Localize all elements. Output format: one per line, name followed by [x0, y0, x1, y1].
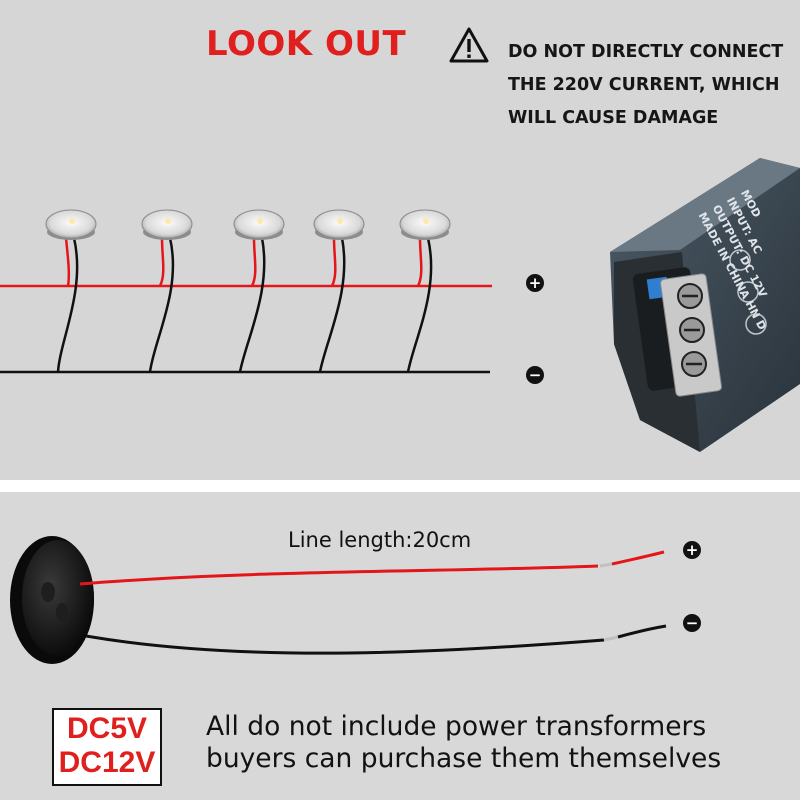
warning-line-1: DO NOT DIRECTLY CONNECT [508, 42, 784, 62]
terminal-block [660, 273, 722, 397]
look-out-heading: LOOK OUT [206, 24, 407, 64]
driver-label-symbols [729, 249, 767, 335]
led-light-5 [399, 209, 451, 373]
line-length-label: Line length:20cm [288, 528, 472, 552]
lead-positive-marker: + [683, 541, 701, 559]
voltage-option-dc12v: DC12V [58, 746, 156, 779]
svg-text:−: − [529, 366, 542, 384]
lead-negative-marker: − [683, 614, 701, 632]
svg-text:+: + [686, 541, 699, 559]
led-driver-power-supply: MOD INPUT: AC OUTPUT: DC 12V MADE IN CHI… [610, 158, 800, 452]
positive-terminal-marker: + [526, 274, 544, 292]
led-light-1 [45, 209, 97, 373]
svg-text:+: + [529, 274, 542, 292]
led-light-3 [233, 209, 285, 373]
warning-line-2: THE 220V CURRENT, WHICH [508, 75, 780, 95]
positive-lead-wire [79, 564, 599, 586]
note-line-1: All do not include power transformers [206, 711, 707, 742]
warning-triangle-icon [449, 27, 489, 63]
transformer-note: All do not include power transformers bu… [206, 711, 721, 775]
warning-message: DO NOT DIRECTLY CONNECT THE 220V CURRENT… [508, 36, 798, 135]
puck-light [10, 536, 94, 664]
svg-text:−: − [686, 614, 699, 632]
voltage-options-box: DC5V DC12V [52, 708, 162, 786]
note-line-2: buyers can purchase them themselves [206, 743, 722, 774]
voltage-option-dc5v: DC5V [66, 712, 148, 745]
warning-line-3: WILL CAUSE DAMAGE [508, 108, 719, 128]
led-light-2 [141, 209, 193, 373]
negative-terminal-marker: − [526, 366, 544, 384]
negative-lead-wire [85, 634, 605, 655]
led-light-4 [313, 209, 365, 373]
